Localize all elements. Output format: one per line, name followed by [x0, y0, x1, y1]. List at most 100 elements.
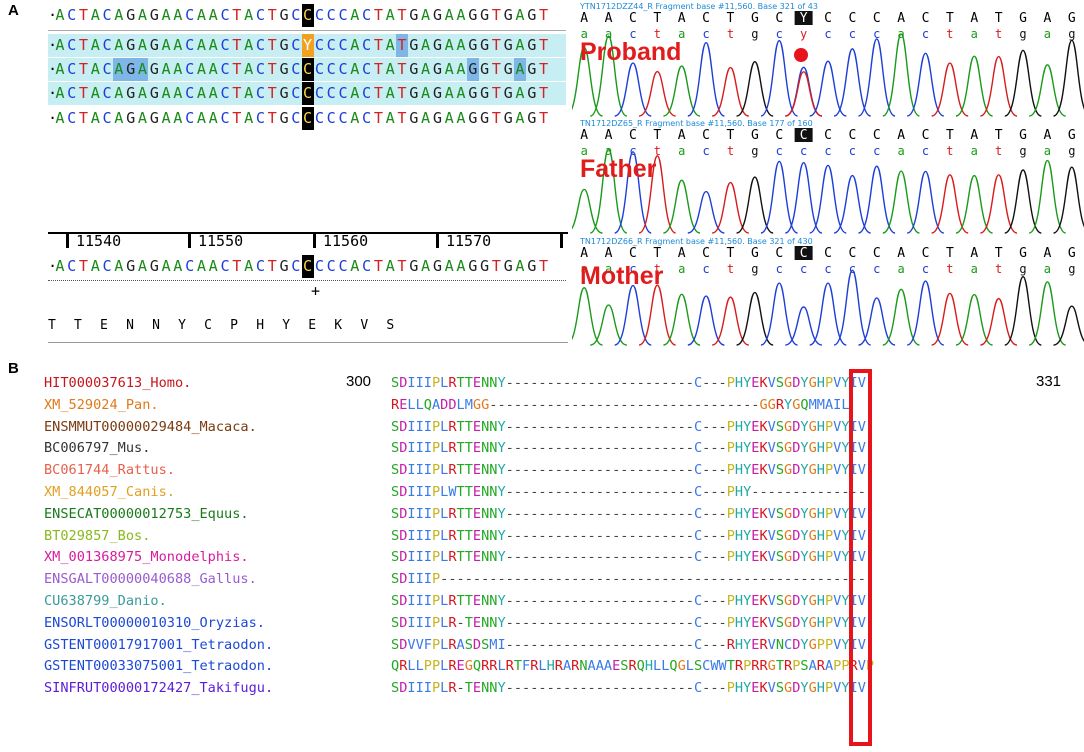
alignment-row: SDIIIP----------------------------------…	[391, 571, 866, 588]
trace-peak	[572, 46, 603, 117]
nucleotide: A	[173, 36, 183, 54]
nucleotide: C	[291, 84, 301, 102]
species-name: ENSGALT00000040688_Gallus.	[44, 571, 257, 588]
start-position: 300	[346, 373, 372, 390]
nucleotide: G	[126, 109, 136, 127]
base-call-colored: a	[605, 27, 612, 41]
nucleotide: C	[314, 84, 325, 102]
nucleotide: C	[185, 36, 195, 54]
nucleotide: A	[136, 58, 149, 81]
nucleotide: A	[55, 109, 65, 127]
nucleotide: G	[409, 257, 419, 275]
nucleotide: T	[267, 6, 277, 24]
base-call-colored: c	[873, 27, 880, 41]
trace-peak	[931, 62, 969, 117]
species-name: ENSMMUT00000029484_Macaca.	[44, 418, 257, 435]
base-call-colored: a	[1044, 262, 1051, 276]
base-call-colored: a	[605, 144, 612, 158]
base-call: Y	[800, 11, 808, 26]
nucleotide: T	[78, 109, 89, 127]
nucleotide: A	[137, 84, 148, 102]
base-call-colored: c	[922, 27, 929, 41]
base-call-colored: t	[946, 262, 953, 276]
nucleotide: G	[279, 60, 289, 78]
base-call: C	[775, 246, 783, 261]
nucleotide: C	[67, 6, 77, 24]
nucleotide: C	[185, 257, 195, 275]
nucleotide: T	[78, 84, 89, 102]
species-name: GSTENT00017917001_Tetraodon.	[44, 636, 274, 653]
base-call: A	[897, 246, 905, 261]
nucleotide: A	[456, 109, 466, 127]
base-call: A	[678, 246, 686, 261]
nucleotide: A	[112, 58, 125, 81]
trace-peak	[809, 282, 847, 346]
base-call-colored: t	[946, 27, 953, 41]
nucleotide: C	[362, 84, 372, 102]
base-call: A	[897, 128, 905, 143]
species-name: GSTENT00033075001_Tetraodon.	[44, 658, 274, 675]
trace-peak	[833, 269, 872, 346]
trace-peak	[589, 148, 628, 234]
nucleotide: T	[538, 84, 549, 102]
nucleotide: C	[220, 109, 230, 127]
nucleotide: A	[114, 109, 124, 127]
nucleotide: A	[137, 109, 148, 127]
nucleotide: C	[67, 84, 77, 102]
nucleotide: T	[232, 84, 242, 102]
nucleotide: A	[137, 36, 148, 54]
nucleotide: T	[538, 36, 549, 54]
nucleotide: C	[362, 257, 372, 275]
trace-peak	[711, 181, 750, 234]
nucleotide: G	[149, 60, 159, 78]
nucleotide: G	[279, 6, 289, 24]
base-call-colored: g	[1068, 27, 1075, 41]
nucleotide: T	[267, 84, 277, 102]
nucleotide: C	[301, 4, 314, 27]
nucleotide: C	[326, 257, 336, 275]
divider	[48, 30, 566, 31]
nucleotide: C	[291, 109, 301, 127]
nucleotide: A	[208, 109, 218, 127]
nucleotide: T	[373, 36, 383, 54]
nucleotide: G	[480, 36, 490, 54]
base-call: A	[580, 11, 588, 26]
base-call: G	[1068, 11, 1076, 26]
nucleotide: A	[350, 257, 360, 275]
position-ruler: 11540 11550 11560 11570	[48, 232, 568, 256]
nucleotide: A	[515, 6, 525, 24]
chromatogram-mother: TN1712DZ66_R Fragment base #11,560. Base…	[572, 235, 1084, 347]
base-call: C	[702, 246, 710, 261]
nucleotide: A	[421, 36, 431, 54]
nucleotide: A	[444, 257, 454, 275]
trace-peak	[572, 287, 603, 346]
nucleotide: A	[456, 6, 466, 24]
end-position: 331	[1036, 373, 1062, 390]
nucleotide: G	[468, 36, 478, 54]
nucleotide: A	[90, 84, 100, 102]
nucleotide: T	[232, 60, 242, 78]
alignment-row: SDIIIPLRTTENNY-----------------------C--…	[391, 527, 866, 544]
nucleotide: C	[255, 6, 266, 24]
base-call: G	[751, 128, 759, 143]
nucleotide: G	[149, 109, 159, 127]
base-call: A	[605, 11, 613, 26]
nucleotide: G	[527, 84, 537, 102]
base-call-colored: g	[751, 144, 758, 158]
nucleotide: A	[444, 6, 454, 24]
trace-peak	[638, 70, 676, 117]
nucleotide: C	[102, 6, 112, 24]
nucleotide: A	[350, 36, 360, 54]
nucleotide: A	[515, 109, 525, 127]
trace-peak	[1028, 159, 1067, 234]
nucleotide: C	[338, 109, 348, 127]
nucleotide: T	[373, 60, 383, 78]
base-call-colored: t	[995, 27, 1002, 41]
nucleotide: A	[137, 257, 148, 275]
trace-peak	[833, 174, 871, 234]
nucleotide: A	[244, 84, 254, 102]
base-call: A	[1044, 128, 1052, 143]
chromatogram-header: TN1712DZ65_R Fragment base #11,560. Base…	[579, 119, 813, 128]
base-call: C	[922, 11, 930, 26]
